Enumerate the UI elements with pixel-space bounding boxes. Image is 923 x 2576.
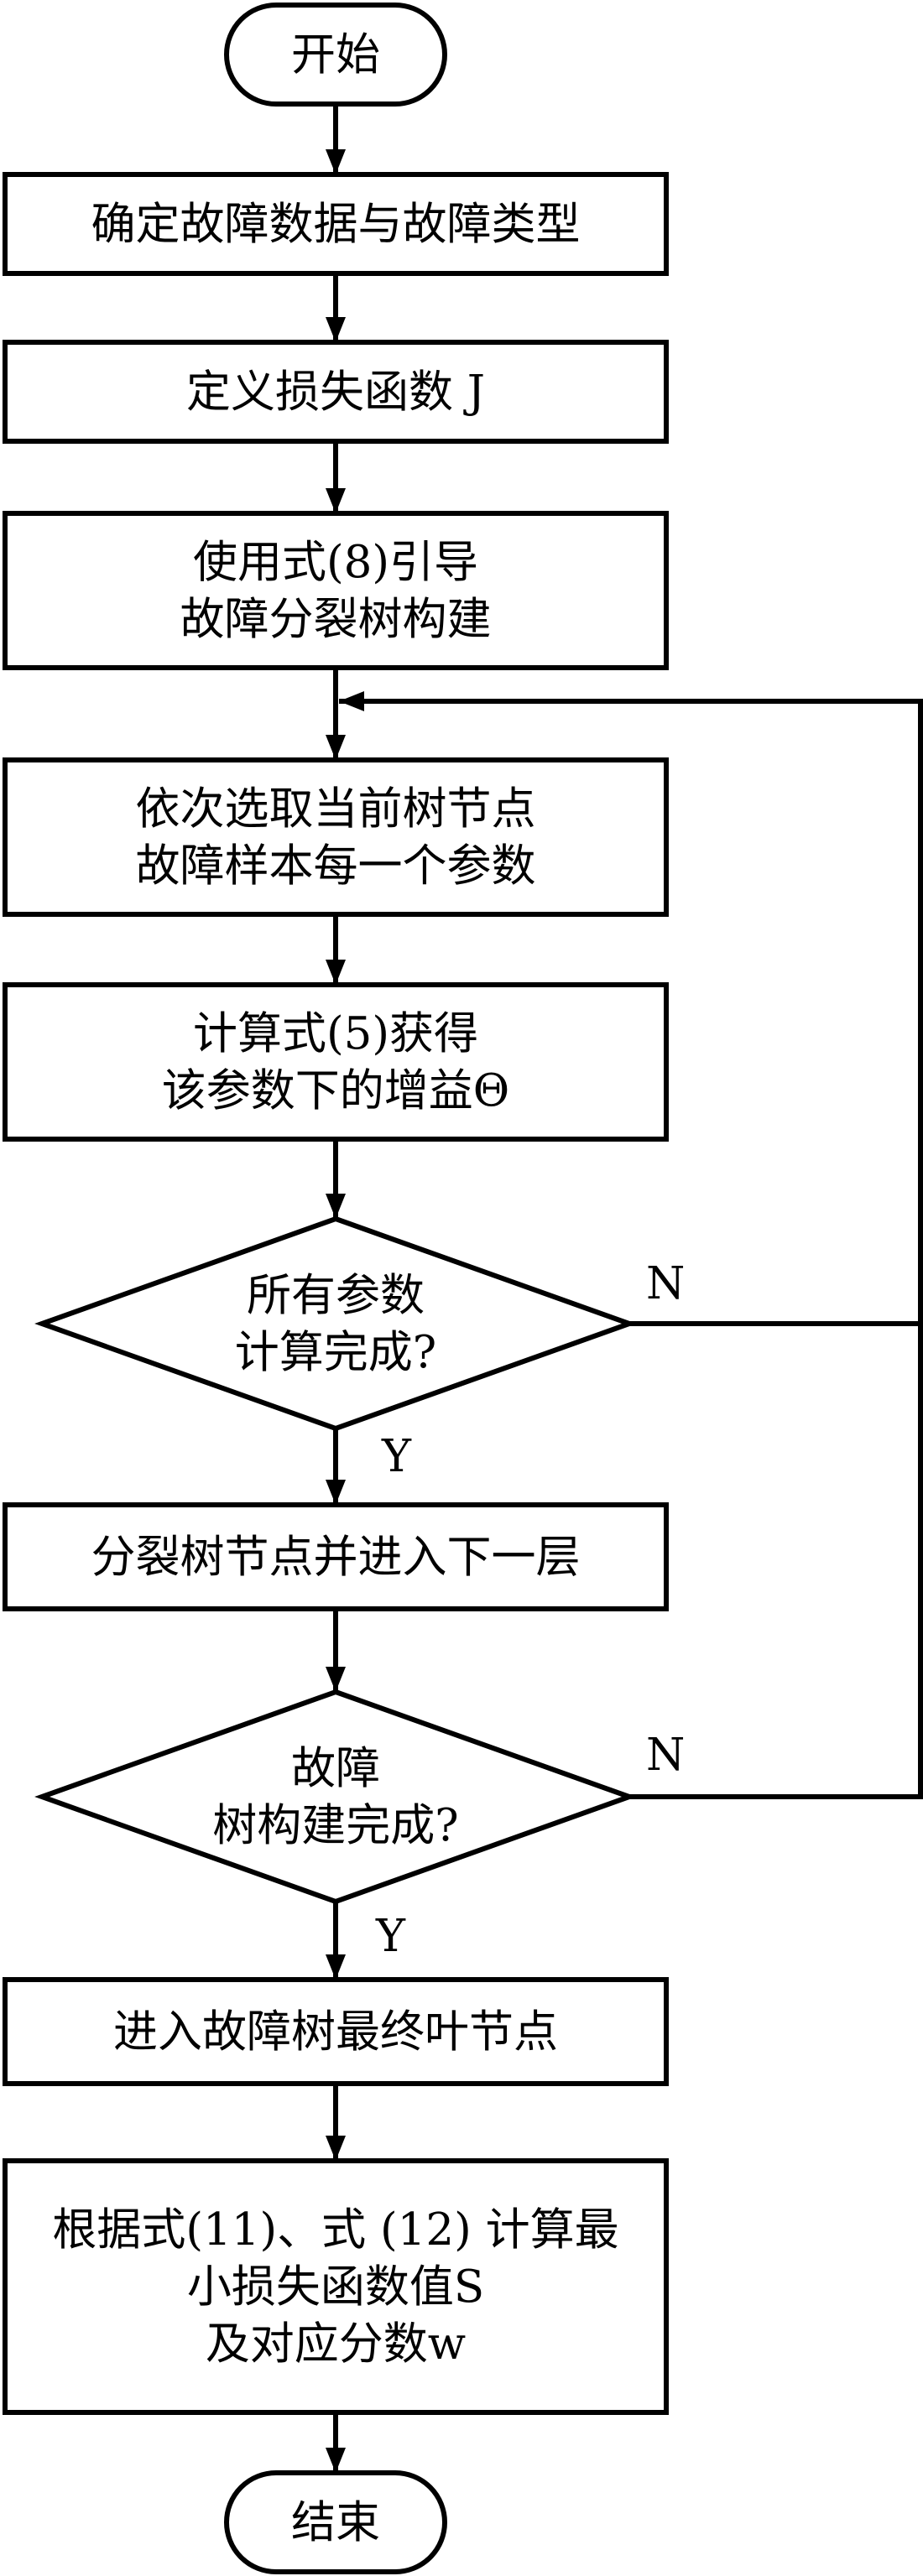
node-compute-min-loss-shape — [3, 2158, 669, 2415]
edge-guide-build-to-select-params-arrowhead — [326, 735, 346, 760]
edge-loop-merge-arrowhead — [339, 691, 364, 711]
node-final-leaf: 进入故障树最终叶节点 — [3, 1977, 669, 2086]
node-select-params-text-1: 故障样本每一个参数 — [136, 840, 536, 892]
node-guide-build-text-0: 使用式(8)引导 — [193, 537, 478, 588]
node-define-loss-text-0: 定义损失函数 J — [186, 367, 485, 418]
edge-compute-gain-to-decision-params-arrowhead — [326, 1194, 346, 1219]
label-decision-tree-no: N — [646, 1730, 685, 1781]
node-decision-tree-text-1: 树构建完成? — [212, 1800, 458, 1851]
node-compute-gain-shape — [3, 982, 669, 1142]
node-select-params-shape — [3, 757, 669, 917]
edge-decision-tree-no-loop — [339, 699, 923, 1799]
node-select-params-text-0: 依次选取当前树节点 — [136, 783, 536, 835]
node-split-node-text-0: 分裂树节点并进入下一层 — [91, 1532, 581, 1583]
label-decision-params-no: N — [646, 1258, 685, 1309]
label-decision-params-yes: Y — [381, 1431, 412, 1482]
node-decision-params-text-1: 计算完成? — [235, 1327, 436, 1378]
node-split-node-shape — [3, 1502, 669, 1611]
edge-split-node-to-decision-tree-arrowhead — [326, 1667, 346, 1692]
edge-decision-tree-yes-arrowhead — [326, 1954, 346, 1980]
edge-start-to-define-data-arrowhead — [326, 149, 346, 174]
node-compute-gain-text-0: 计算式(5)获得 — [193, 1008, 478, 1059]
node-final-leaf-text-0: 进入故障树最终叶节点 — [113, 2006, 558, 2058]
label-decision-tree-yes: Y — [375, 1911, 406, 1962]
node-decision-tree-shape — [34, 1689, 637, 1905]
node-compute-min-loss-text-2: 及对应分数w — [206, 2318, 466, 2370]
edge-select-params-to-compute-gain-arrowhead — [326, 960, 346, 985]
node-compute-gain-text-1: 该参数下的增益Θ — [162, 1065, 509, 1116]
edge-final-leaf-to-compute-min-loss-arrowhead — [326, 2136, 346, 2161]
node-define-loss: 定义损失函数 J — [3, 340, 669, 444]
node-define-loss-shape — [3, 340, 669, 444]
node-split-node: 分裂树节点并进入下一层 — [3, 1502, 669, 1611]
node-define-data-shape — [3, 172, 669, 276]
edge-define-loss-to-guide-build-arrowhead — [326, 488, 346, 513]
node-end-shape — [224, 2470, 447, 2574]
node-end-text-0: 结束 — [291, 2497, 380, 2548]
node-guide-build-text-1: 故障分裂树构建 — [180, 594, 492, 645]
node-start-shape — [224, 3, 447, 107]
node-compute-min-loss-text-1: 小损失函数值S — [187, 2261, 484, 2313]
node-final-leaf-shape — [3, 1977, 669, 2086]
node-define-data: 确定故障数据与故障类型 — [3, 172, 669, 276]
node-decision-params-shape — [34, 1215, 637, 1432]
edge-compute-min-loss-to-end-arrowhead — [326, 2448, 346, 2473]
node-decision-params-text-0: 所有参数 — [247, 1270, 425, 1321]
node-decision-tree-text-0: 故障 — [291, 1743, 380, 1794]
node-start-text-0: 开始 — [291, 29, 380, 81]
node-define-data-text-0: 确定故障数据与故障类型 — [91, 199, 581, 250]
edge-define-data-to-define-loss-arrowhead — [326, 317, 346, 342]
node-end: 结束 — [224, 2470, 447, 2574]
edge-decision-params-yes-arrowhead — [326, 1480, 346, 1505]
node-start: 开始 — [224, 3, 447, 107]
node-compute-min-loss-text-0: 根据式(11)、式 (12) 计算最 — [52, 2204, 618, 2256]
node-guide-build-shape — [3, 511, 669, 670]
